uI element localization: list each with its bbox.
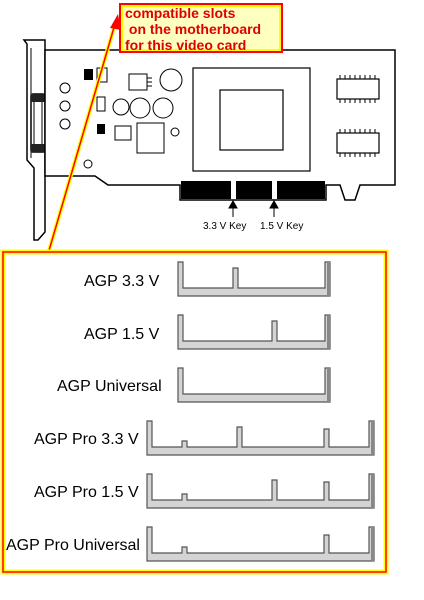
slot-shape-agp-1-5v — [177, 314, 331, 350]
slot-shade-agp-pro-1-5v — [371, 474, 374, 508]
callout-line-2: on the motherboard — [125, 21, 262, 37]
slot-shape-agp-3-3v — [177, 261, 331, 297]
gpu-chip — [192, 67, 311, 172]
slot-shade-agp-universal — [327, 368, 330, 402]
slot-shape-agp-pro-3-3v — [146, 420, 375, 456]
slot-shade-agp-pro-3-3v — [371, 421, 374, 455]
key-label-3-3v: 3.3 V Key — [203, 221, 247, 232]
slot-label-agp-pro-1-5v: AGP Pro 1.5 V — [34, 484, 139, 501]
card-components — [59, 67, 183, 169]
callout-box: compatible slots on the motherboard for … — [119, 3, 283, 53]
slot-label-agp-3-3v: AGP 3.3 V — [84, 273, 160, 290]
slot-shade-agp-3-3v — [327, 262, 330, 296]
slot-label-agp-universal: AGP Universal — [57, 378, 162, 395]
agp-edge-connector — [181, 181, 325, 199]
callout-line-1: compatible slots — [125, 5, 236, 21]
slot-shape-agp-pro-universal — [146, 526, 375, 562]
panel-border — [2, 251, 387, 573]
slot-label-agp-1-5v: AGP 1.5 V — [84, 326, 160, 343]
key-arrows — [228, 199, 279, 217]
slot-shade-agp-1-5v — [327, 315, 330, 349]
callout-pointer — [47, 14, 121, 250]
memory-chips — [336, 75, 380, 157]
callout-line-3: for this video card — [125, 37, 247, 53]
slot-label-agp-pro-universal: AGP Pro Universal — [6, 537, 140, 554]
slot-label-agp-pro-3-3v: AGP Pro 3.3 V — [34, 431, 139, 448]
dvi-connector — [30, 93, 46, 153]
slot-shade-agp-pro-universal — [371, 527, 374, 561]
slot-shape-agp-universal — [177, 367, 331, 403]
slots-panel — [0, 249, 389, 575]
panel-glow — [0, 249, 389, 575]
key-label-1-5v: 1.5 V Key — [260, 221, 304, 232]
video-card-illustration — [22, 14, 396, 250]
slot-shape-agp-pro-1-5v — [146, 473, 375, 509]
